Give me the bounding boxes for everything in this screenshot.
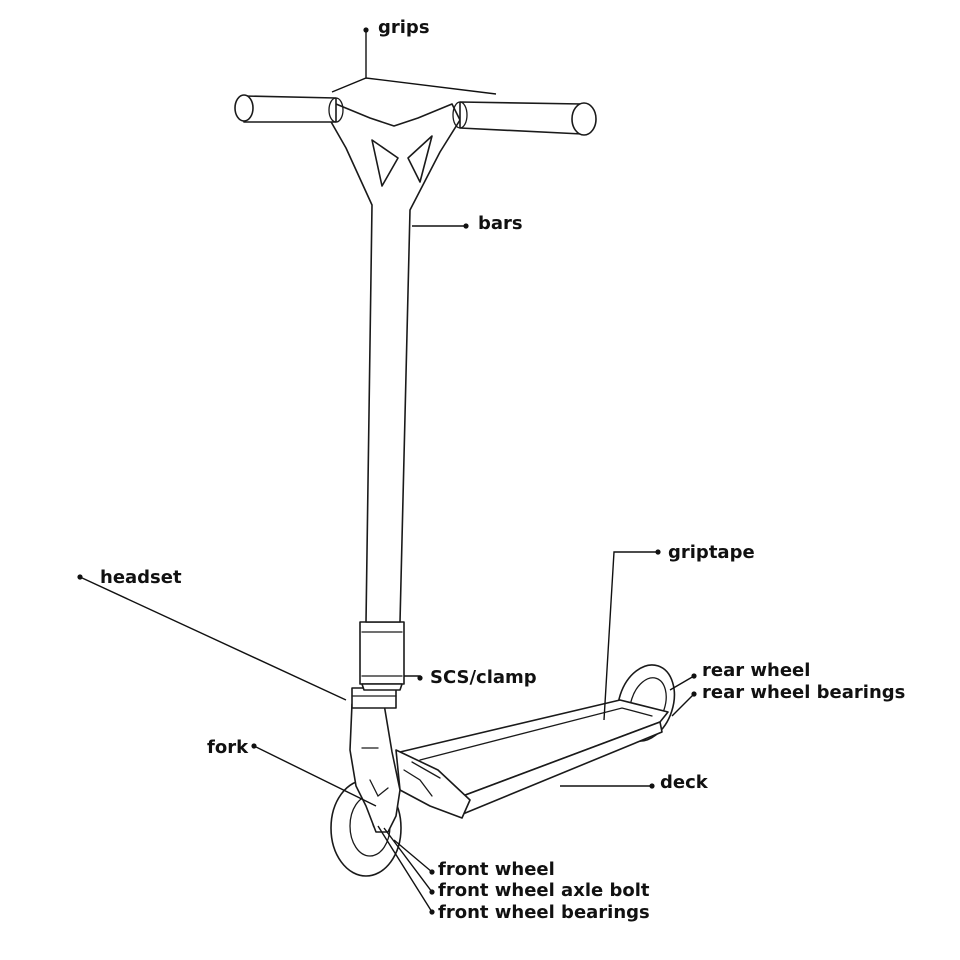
- leader-front-wheel: [393, 839, 433, 873]
- leader-grips-dot: [363, 27, 369, 33]
- label-grips: grips: [378, 17, 430, 38]
- leader-front-wheel-axle-bolt-dot: [429, 889, 435, 895]
- label-rear-wheel-bearings: rear wheel bearings: [702, 682, 906, 703]
- label-rear-wheel: rear wheel: [702, 660, 811, 681]
- fork: [349, 703, 401, 833]
- leader-front-wheel-bearings-dot: [429, 909, 435, 915]
- leader-fork: [253, 745, 377, 807]
- leader-rear-wheel-bearings-dot: [691, 691, 697, 697]
- leader-fork-dot: [251, 743, 257, 749]
- leader-front-wheel-dot: [429, 869, 435, 875]
- scooter-illustration: [234, 94, 676, 877]
- leader-rear-wheel-bearings: [671, 693, 695, 717]
- grips: [234, 94, 597, 136]
- leader-griptape: [603, 551, 658, 721]
- label-deck: deck: [660, 772, 708, 793]
- scs-clamp: [359, 621, 405, 691]
- leader-rear-wheel: [669, 675, 695, 691]
- label-fork: fork: [207, 737, 249, 758]
- label-scs-clamp: SCS/clamp: [430, 667, 537, 688]
- leader-headset: [79, 576, 347, 701]
- leader-rear-wheel-dot: [691, 673, 697, 679]
- label-front-wheel-bearings: front wheel bearings: [438, 902, 650, 923]
- leader-front-wheel-bearings: [377, 825, 433, 913]
- leader-grips: [331, 30, 497, 95]
- bars: [329, 103, 461, 623]
- leader-scs-clamp-dot: [417, 675, 423, 681]
- leader-lines: [77, 27, 697, 915]
- label-headset: headset: [100, 567, 182, 588]
- leader-headset-dot: [77, 574, 83, 580]
- leader-front-wheel-axle-bolt: [383, 827, 433, 893]
- label-front-wheel-axle-bolt: front wheel axle bolt: [438, 880, 650, 901]
- deck: [395, 699, 669, 819]
- leader-griptape-dot: [655, 549, 661, 555]
- label-front-wheel: front wheel: [438, 859, 555, 880]
- leader-bars-dot: [463, 223, 469, 229]
- label-bars: bars: [478, 213, 523, 234]
- leader-deck-dot: [649, 783, 655, 789]
- label-griptape: griptape: [668, 542, 755, 563]
- headset: [351, 687, 397, 709]
